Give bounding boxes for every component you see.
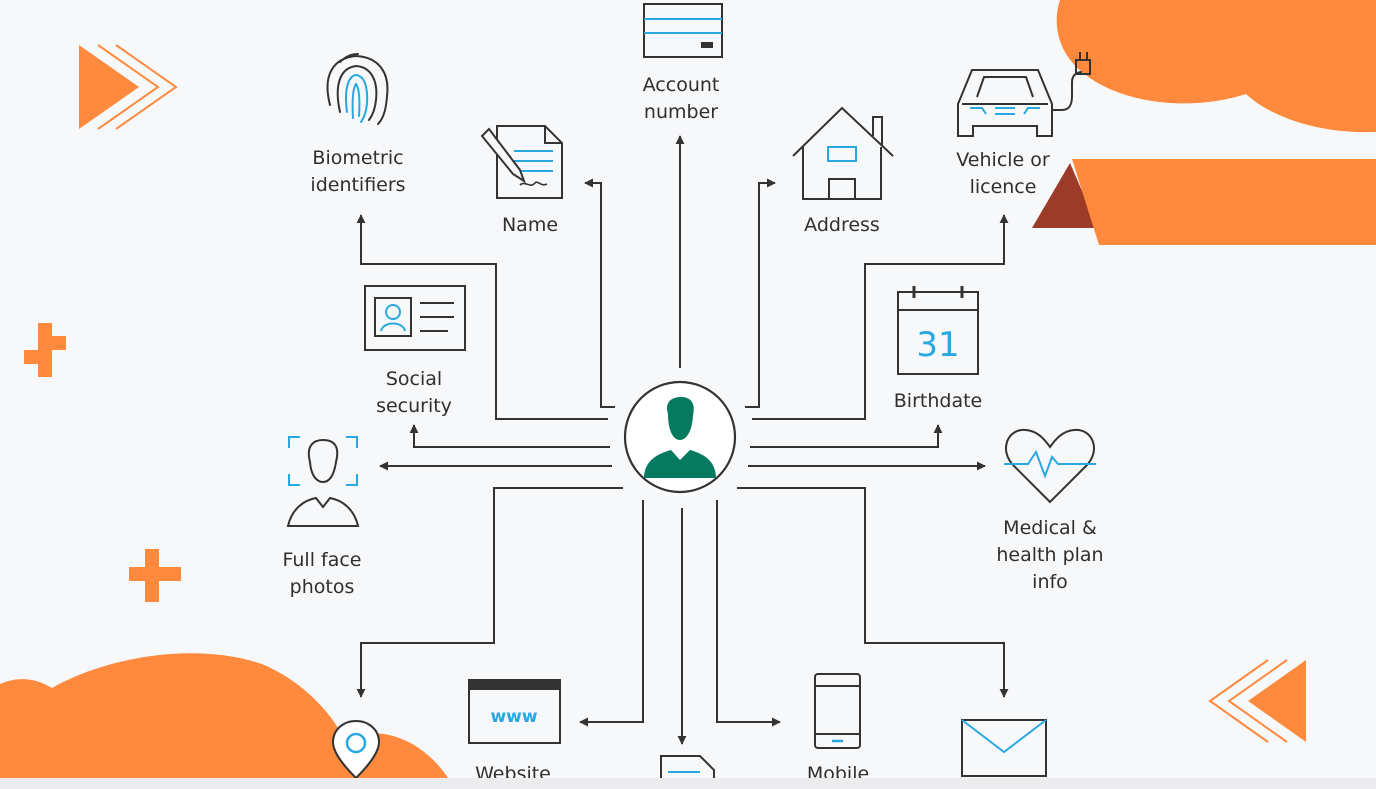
connector-lines bbox=[356, 135, 1009, 745]
calendar-day-text: 31 bbox=[916, 325, 959, 365]
label-account-number: Account number bbox=[643, 72, 720, 126]
label-line: Birthdate bbox=[893, 390, 983, 412]
connector-vehicle bbox=[752, 214, 1009, 420]
connector-website bbox=[579, 500, 644, 727]
label-line: Social bbox=[385, 368, 443, 390]
bank-card-icon bbox=[643, 3, 723, 58]
signed-document-icon bbox=[480, 125, 563, 199]
label-line: number bbox=[643, 101, 719, 123]
label-biometric-identifiers: Biometric identifiers bbox=[310, 145, 405, 199]
label-line: Full face bbox=[282, 549, 362, 571]
label-line: Biometric bbox=[312, 147, 404, 169]
label-line: Account bbox=[642, 74, 720, 96]
label-address: Address bbox=[804, 212, 880, 239]
heartbeat-icon bbox=[1004, 428, 1096, 504]
connector-name bbox=[584, 178, 615, 408]
label-medical-health-plan-info: Medical & health plan info bbox=[996, 515, 1103, 596]
document-icon bbox=[660, 755, 715, 778]
location-pin-icon bbox=[331, 719, 381, 778]
connector-email bbox=[737, 487, 1009, 698]
decor-cloud-topright bbox=[1056, 0, 1376, 133]
house-icon bbox=[792, 106, 894, 200]
connector-address bbox=[745, 178, 776, 408]
label-line: health plan bbox=[996, 544, 1104, 566]
decor-double-arrow-bottomright bbox=[1208, 659, 1306, 743]
label-line: info bbox=[1032, 571, 1068, 593]
label-line: Vehicle or bbox=[956, 149, 1050, 171]
browser-url-text: www bbox=[490, 707, 537, 727]
id-card-icon bbox=[364, 285, 466, 351]
label-website: Website bbox=[475, 761, 551, 778]
connector-birthdate bbox=[750, 424, 943, 448]
label-mobile: Mobile bbox=[807, 761, 869, 778]
envelope-icon bbox=[961, 719, 1047, 777]
decor-double-arrow-topleft bbox=[79, 44, 178, 130]
label-line: Address bbox=[804, 214, 880, 236]
browser-window-icon: www bbox=[468, 679, 561, 744]
bottom-bar bbox=[0, 778, 1376, 789]
electric-car-icon bbox=[957, 52, 1091, 137]
label-line: photos bbox=[289, 576, 355, 598]
connector-biometric bbox=[356, 214, 608, 420]
label-line: Mobile bbox=[806, 763, 870, 778]
person-avatar-icon bbox=[623, 380, 737, 494]
label-line: security bbox=[376, 395, 452, 417]
calendar-icon: 31 bbox=[897, 286, 979, 375]
label-social-security: Social security bbox=[376, 366, 452, 420]
decor-banner-right bbox=[1032, 159, 1376, 245]
decor-plus-left bbox=[24, 323, 66, 377]
decor-cloud-bottomleft bbox=[0, 653, 448, 778]
decor-plus-left-lower bbox=[129, 549, 181, 602]
label-line: identifiers bbox=[310, 174, 406, 196]
label-line: Medical & bbox=[1003, 517, 1097, 539]
face-scan-icon bbox=[286, 436, 360, 527]
connector-social bbox=[409, 424, 610, 448]
label-line: Name bbox=[501, 214, 559, 236]
label-birthdate: Birthdate bbox=[894, 388, 982, 415]
label-line: Website bbox=[475, 763, 551, 778]
connector-mobile bbox=[716, 500, 781, 727]
connector-location bbox=[356, 487, 623, 698]
mobile-phone-icon bbox=[814, 673, 861, 749]
label-line: licence bbox=[969, 176, 1037, 198]
label-vehicle-or-licence: Vehicle or licence bbox=[956, 147, 1049, 201]
label-name: Name bbox=[502, 212, 558, 239]
label-full-face-photos: Full face photos bbox=[283, 547, 362, 601]
fingerprint-icon bbox=[326, 53, 389, 125]
